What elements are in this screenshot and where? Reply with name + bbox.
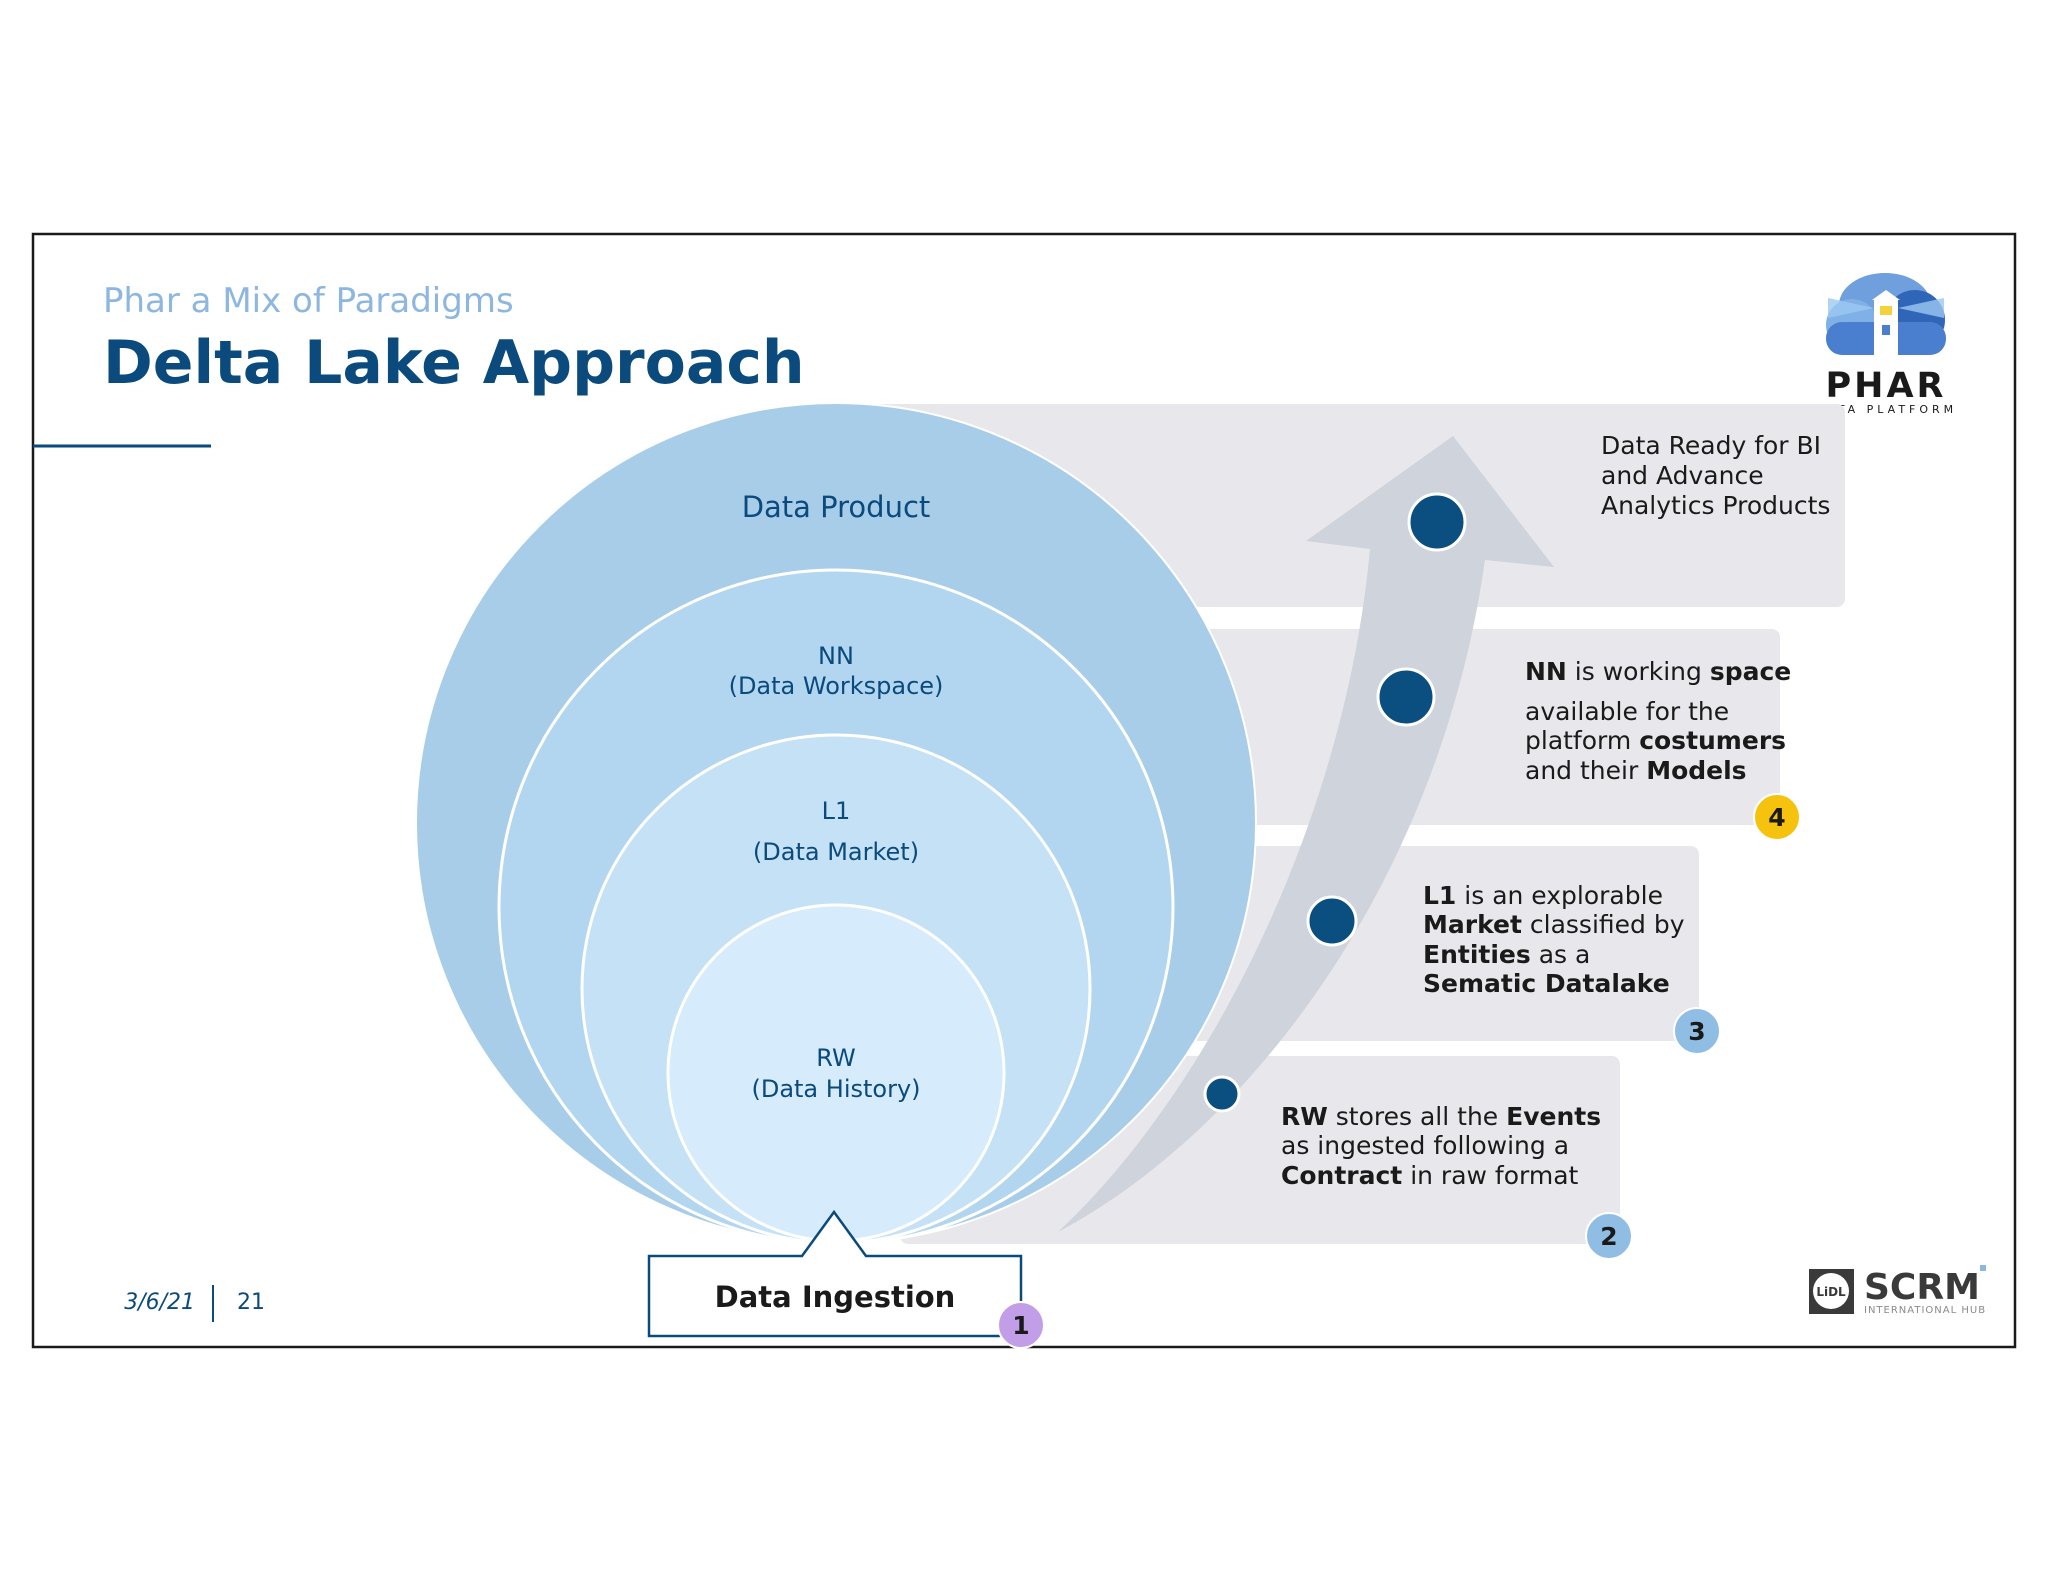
footer-page-number: 21 [237,1290,265,1315]
panel-l1-line4: Sematic Datalake [1423,969,1670,998]
panel-l1-line2: Market classified by [1423,910,1685,939]
growth-arrow [1058,436,1554,1232]
panel-rw-line1: RW stores all the Events [1281,1102,1601,1131]
panel-nn-line2: available for the [1525,697,1729,726]
phar-logo: PHAR DATA PLATFORM [1815,273,1957,416]
panel-nn-line1: NN is working space [1525,657,1791,686]
slide-title: Delta Lake Approach [103,328,805,398]
footer-date: 3/6/21 [124,1290,195,1315]
label-data-product: Data Product [742,490,931,524]
label-l1-code: L1 [822,797,851,825]
badge-1-label: 1 [1012,1311,1029,1340]
lidl-badge-text: LiDL [1816,1285,1846,1299]
panel-rw-line3: Contract in raw format [1281,1161,1579,1190]
panel-nn-line3: platform costumers [1525,726,1786,755]
phar-logo-tagline: DATA PLATFORM [1815,403,1957,416]
arrow-dot-nn [1376,667,1436,727]
panel-top-line1: Data Ready for BI [1601,431,1821,460]
arrow-dot-l1 [1306,895,1358,947]
panel-nn-line4: and their Models [1525,756,1747,785]
badge-3: 3 [1673,1007,1721,1055]
panel-top-line3: Analytics Products [1601,491,1830,520]
phar-logo-name: PHAR [1826,366,1947,406]
label-nn-name: (Data Workspace) [729,672,944,700]
label-nn-code: NN [818,642,854,670]
panel-top-line2: and Advance [1601,461,1764,490]
ingestion-callout [647,1209,1023,1338]
label-rw-code: RW [816,1044,855,1072]
badge-2: 2 [1585,1212,1633,1260]
arrow-dot-data-product [1407,492,1467,552]
cloud-lighthouse-icon [1826,273,1946,355]
scrm-logo-name: SCRM [1864,1267,1980,1308]
panel-l1-line3: Entities as a [1423,940,1590,969]
slide-subtitle: Phar a Mix of Paradigms [103,281,514,321]
circle-rw [666,903,1006,1243]
scrm-logo-tagline: INTERNATIONAL HUB [1864,1305,1986,1316]
panel-rw-line2: as ingested following a [1281,1131,1569,1160]
badge-1: 1 [997,1301,1045,1349]
ingestion-label: Data Ingestion [715,1280,956,1314]
lidl-scrm-logo: LiDL SCRM INTERNATIONAL HUB [1809,1265,1986,1316]
badge-2-label: 2 [1600,1222,1617,1251]
arrow-dot-rw [1203,1075,1241,1113]
badge-4: 4 [1753,793,1801,841]
panel-l1-line1: L1 is an explorable [1423,881,1663,910]
label-rw-name: (Data History) [751,1075,920,1103]
badge-3-label: 3 [1688,1017,1705,1046]
label-l1-name: (Data Market) [753,838,919,866]
badge-4-label: 4 [1768,803,1785,832]
